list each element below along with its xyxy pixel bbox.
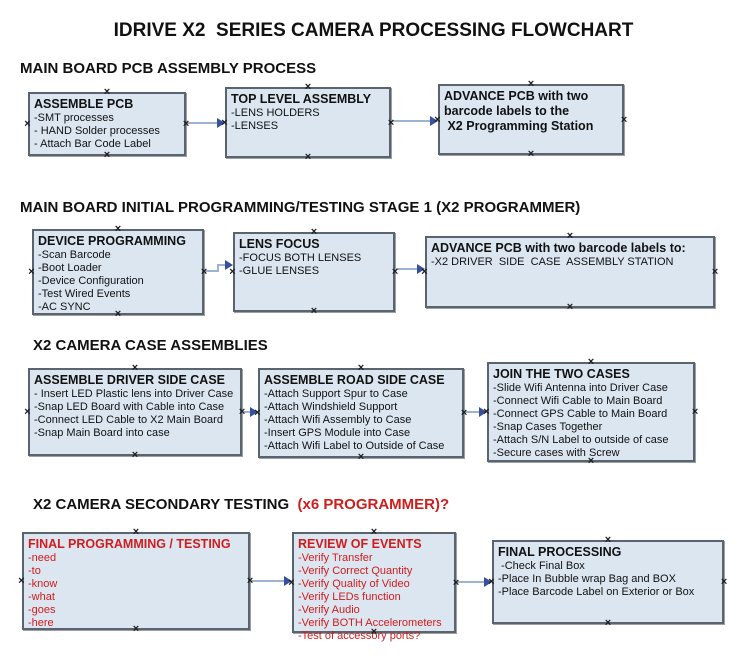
box-items: -Scan Barcode -Boot Loader -Device Confi… xyxy=(38,249,198,314)
box-items: -X2 DRIVER SIDE CASE ASSEMBLY STATION xyxy=(431,256,709,269)
box-item: -Scan Barcode xyxy=(38,249,111,261)
box-item: -Attach Wifi Label to Outside of Case xyxy=(264,440,445,452)
section-header-initial-programming: MAIN BOARD INITIAL PROGRAMMING/TESTING S… xyxy=(20,199,581,216)
box-item: -Verify BOTH Accelerometers xyxy=(298,617,442,629)
box-item: -Test of accessory ports? xyxy=(298,630,421,642)
box-item: -Place In Bubble wrap Bag and BOX xyxy=(498,573,676,585)
box-item: -Verify Correct Quantity xyxy=(298,565,413,577)
box-item: -Verify Quality of Video xyxy=(298,578,410,590)
section-header-red-suffix: (x6 PROGRAMMER)? xyxy=(289,496,450,513)
box-items: -Check Final Box -Place In Bubble wrap B… xyxy=(498,560,718,599)
box-item: -Snap LED Board with Cable into Case xyxy=(34,401,225,413)
box-items: -LENS HOLDERS -LENSES xyxy=(231,107,385,133)
box-item: -here xyxy=(28,617,54,629)
flow-box-final-programming-testing: FINAL PROGRAMMING / TESTING -need -to -k… xyxy=(18,532,253,630)
box-item: -Secure cases with Screw xyxy=(493,447,620,459)
flow-box-advance-pcb-driver-side: ADVANCE PCB with two barcode labels to: … xyxy=(421,236,718,308)
box-item: -goes xyxy=(28,604,56,616)
box-title: TOP LEVEL ASSEMBLY xyxy=(231,92,372,106)
box-item: -Connect LED Cable to X2 Main Board xyxy=(34,414,223,426)
box-title: LENS FOCUS xyxy=(239,237,320,251)
connector-arrow-8 xyxy=(456,577,492,587)
box-item: -Attach Windshield Support xyxy=(264,401,398,413)
box-title: DEVICE PROGRAMMING xyxy=(38,234,186,248)
flow-box-device-programming: DEVICE PROGRAMMING -Scan Barcode -Boot L… xyxy=(28,229,207,315)
box-item: - HAND Solder processes xyxy=(34,125,160,137)
section-header-pcb-assembly: MAIN BOARD PCB ASSEMBLY PROCESS xyxy=(20,60,317,77)
flow-box-advance-pcb-programming-station: ADVANCE PCB with two barcode labels to t… xyxy=(434,84,627,155)
box-item: -Test Wired Events xyxy=(38,288,131,300)
box-item: -need xyxy=(28,552,57,564)
box-title: FINAL PROGRAMMING / TESTING xyxy=(28,537,231,551)
box-title: ASSEMBLE PCB xyxy=(34,97,134,111)
box-item: - Insert LED Plastic lens into Driver Ca… xyxy=(34,388,234,400)
box-item: -Place Barcode Label on Exterior or Box xyxy=(498,586,695,598)
flow-box-assemble-pcb: ASSEMBLE PCB -SMT processes - HAND Solde… xyxy=(24,92,189,156)
box-item: -Boot Loader xyxy=(38,262,102,274)
box-title: ADVANCE PCB with two barcode labels to t… xyxy=(444,89,594,133)
box-title: FINAL PROCESSING xyxy=(498,545,622,559)
box-item: -to xyxy=(28,565,41,577)
section-header-text: X2 CAMERA SECONDARY TESTING xyxy=(33,496,290,513)
box-item: -Verify Audio xyxy=(298,604,360,616)
section-header-case-assemblies: X2 CAMERA CASE ASSEMBLIES xyxy=(33,337,268,354)
box-item: -SMT processes xyxy=(34,112,114,124)
connector-arrow-3 xyxy=(204,260,233,272)
box-items: -FOCUS BOTH LENSES -GLUE LENSES xyxy=(239,252,389,278)
flow-box-top-level-assembly: TOP LEVEL ASSEMBLY -LENS HOLDERS -LENSES xyxy=(221,87,394,158)
box-item: -Attach Support Spur to Case xyxy=(264,388,408,400)
box-item: -Connect GPS Cable to Main Board xyxy=(493,408,668,420)
box-item: -Connect Wifi Cable to Main Board xyxy=(493,395,663,407)
box-item: -Device Configuration xyxy=(38,275,144,287)
connector-arrow-2 xyxy=(391,116,438,126)
box-item: -Attach S/N Label to outside of case xyxy=(493,434,669,446)
page-title: IDRIVE X2 SERIES CAMERA PROCESSING FLOWC… xyxy=(113,20,634,41)
flow-box-join-the-two-cases: JOIN THE TWO CASES -Slide Wifi Antenna i… xyxy=(483,362,698,462)
box-title: JOIN THE TWO CASES xyxy=(493,367,630,381)
box-item: -Verify LEDs function xyxy=(298,591,401,603)
box-items: - Insert LED Plastic lens into Driver Ca… xyxy=(34,388,236,440)
box-item: -X2 DRIVER SIDE CASE ASSEMBLY STATION xyxy=(431,256,674,268)
section-header-secondary-testing: X2 CAMERA SECONDARY TESTING (x6 PROGRAMM… xyxy=(33,496,449,513)
box-item: -Snap Cases Together xyxy=(493,421,603,433)
box-items: -need -to -know -what -goes -here xyxy=(28,552,244,630)
box-item: -Slide Wifi Antenna into Driver Case xyxy=(493,382,668,394)
box-item: -what xyxy=(28,591,55,603)
box-item: -know xyxy=(28,578,58,590)
box-item: -Attach Wifi Assembly to Case xyxy=(264,414,412,426)
box-item: -Insert GPS Module into Case xyxy=(264,427,411,439)
connector-arrow-7 xyxy=(250,576,292,586)
box-item: -LENS HOLDERS xyxy=(231,107,320,119)
box-item: -Check Final Box xyxy=(498,560,585,572)
flow-box-lens-focus: LENS FOCUS -FOCUS BOTH LENSES -GLUE LENS… xyxy=(229,232,398,312)
box-item: -FOCUS BOTH LENSES xyxy=(239,252,362,264)
box-item: -GLUE LENSES xyxy=(239,265,320,277)
box-items: -SMT processes - HAND Solder processes -… xyxy=(34,112,180,151)
box-title: ASSEMBLE ROAD SIDE CASE xyxy=(264,373,445,387)
box-items: -Verify Transfer -Verify Correct Quantit… xyxy=(298,552,450,643)
connector-arrow-1 xyxy=(186,118,225,128)
flow-box-assemble-driver-side-case: ASSEMBLE DRIVER SIDE CASE - Insert LED P… xyxy=(24,368,245,456)
flow-box-final-processing: FINAL PROCESSING -Check Final Box -Place… xyxy=(488,540,727,624)
box-item: -Snap Main Board into case xyxy=(34,427,170,439)
flow-box-review-of-events: REVIEW OF EVENTS -Verify Transfer -Verif… xyxy=(288,532,459,642)
box-item: -Verify Transfer xyxy=(298,552,373,564)
box-title: ADVANCE PCB with two barcode labels to: xyxy=(431,241,686,255)
box-item: - Attach Bar Code Label xyxy=(34,138,151,150)
box-items: -Attach Support Spur to Case -Attach Win… xyxy=(264,388,458,453)
box-title: REVIEW OF EVENTS xyxy=(298,537,422,551)
flow-box-assemble-road-side-case: ASSEMBLE ROAD SIDE CASE -Attach Support … xyxy=(254,368,467,458)
box-items: -Slide Wifi Antenna into Driver Case -Co… xyxy=(493,382,689,460)
box-title: ASSEMBLE DRIVER SIDE CASE xyxy=(34,373,226,387)
box-item: -AC SYNC xyxy=(38,301,91,313)
box-item: -LENSES xyxy=(231,120,279,132)
